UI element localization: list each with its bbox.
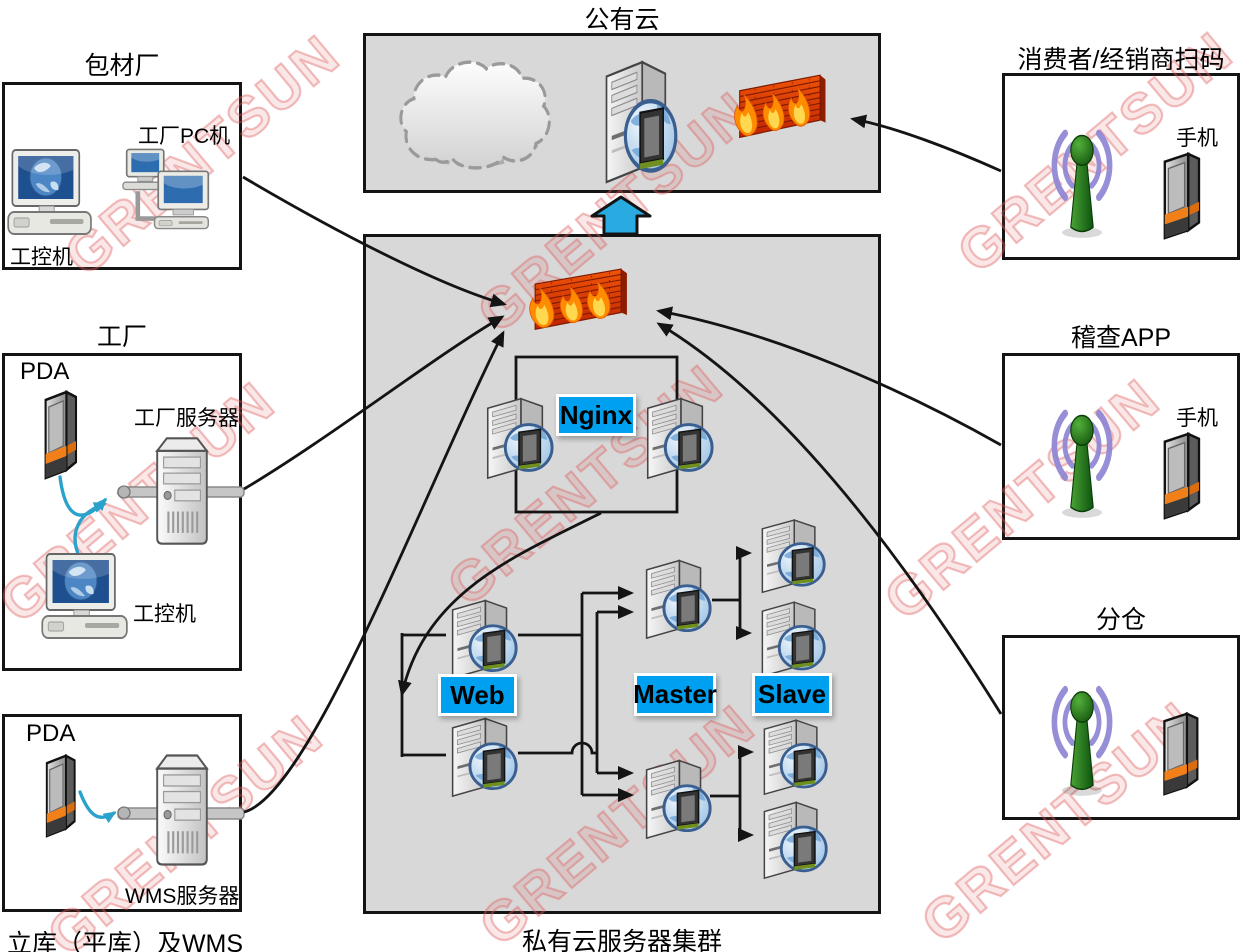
nginx-label: Nginx xyxy=(556,394,636,436)
factory-server-icon xyxy=(156,437,208,545)
factory-ipc-label: 工控机 xyxy=(133,603,196,626)
inspection-title: 稽查APP xyxy=(1070,324,1172,352)
slave-server-1-icon xyxy=(760,518,826,594)
wms-server-icon xyxy=(155,754,209,866)
consumer-phone-icon xyxy=(1163,152,1201,240)
pc-pair-label: 工厂PC机 xyxy=(138,125,231,148)
branch-antenna-icon xyxy=(1038,668,1126,798)
web-label: Web xyxy=(438,674,517,716)
consumer-panel xyxy=(1002,73,1240,260)
warehouse-pda-label: PDA xyxy=(26,720,76,747)
factory-ipc-icon xyxy=(41,553,128,639)
nginx-server-left-icon xyxy=(486,397,554,480)
factory-title: 工厂 xyxy=(96,323,147,351)
slave-server-2-icon xyxy=(760,600,826,678)
public-firewall-icon xyxy=(733,74,827,138)
slave-label: Slave xyxy=(752,673,832,716)
consumer-antenna-icon xyxy=(1038,112,1126,240)
nginx-server-right-icon xyxy=(646,397,714,480)
packaging-ipc-label: 工控机 xyxy=(10,246,73,269)
warehouse-pda-icon xyxy=(45,754,76,838)
wms-server-label: WMS服务器 xyxy=(125,885,240,908)
slave-server-4-icon xyxy=(762,800,828,880)
public-server-globe-icon xyxy=(596,52,680,185)
inspection-panel xyxy=(1002,353,1240,540)
web-server-1-icon xyxy=(451,599,518,680)
web-server-2-icon xyxy=(451,717,518,798)
factory-pda-icon xyxy=(44,390,78,480)
up-arrow-icon xyxy=(590,195,652,236)
branch-title: 分仓 xyxy=(1095,606,1146,634)
master-server-2-icon xyxy=(645,759,712,840)
branch-panel xyxy=(1002,635,1240,820)
cloud-icon xyxy=(394,56,556,184)
private-cloud-title: 私有云服务器集群 xyxy=(521,928,722,952)
inspection-antenna-icon xyxy=(1038,392,1126,520)
slave-server-3-icon xyxy=(762,718,828,796)
factory-pda-label: PDA xyxy=(20,358,70,385)
consumer-title: 消费者/经销商扫码 xyxy=(1017,46,1225,74)
warehouse-title: 立库（平库）及WMS xyxy=(6,930,244,952)
packaging-title: 包材厂 xyxy=(84,52,160,80)
pc-pair-icon xyxy=(110,144,212,244)
public-cloud-title: 公有云 xyxy=(584,6,660,34)
packaging-ipc-icon xyxy=(7,149,92,235)
factory-server-label: 工厂服务器 xyxy=(134,407,239,430)
inspection-phone-label: 手机 xyxy=(1176,407,1218,430)
master-label: Master xyxy=(633,673,717,716)
master-server-1-icon xyxy=(645,559,712,640)
private-firewall-icon xyxy=(529,268,628,330)
consumer-phone-label: 手机 xyxy=(1176,127,1218,150)
branch-pda-icon xyxy=(1163,712,1199,796)
inspection-phone-icon xyxy=(1163,432,1201,520)
